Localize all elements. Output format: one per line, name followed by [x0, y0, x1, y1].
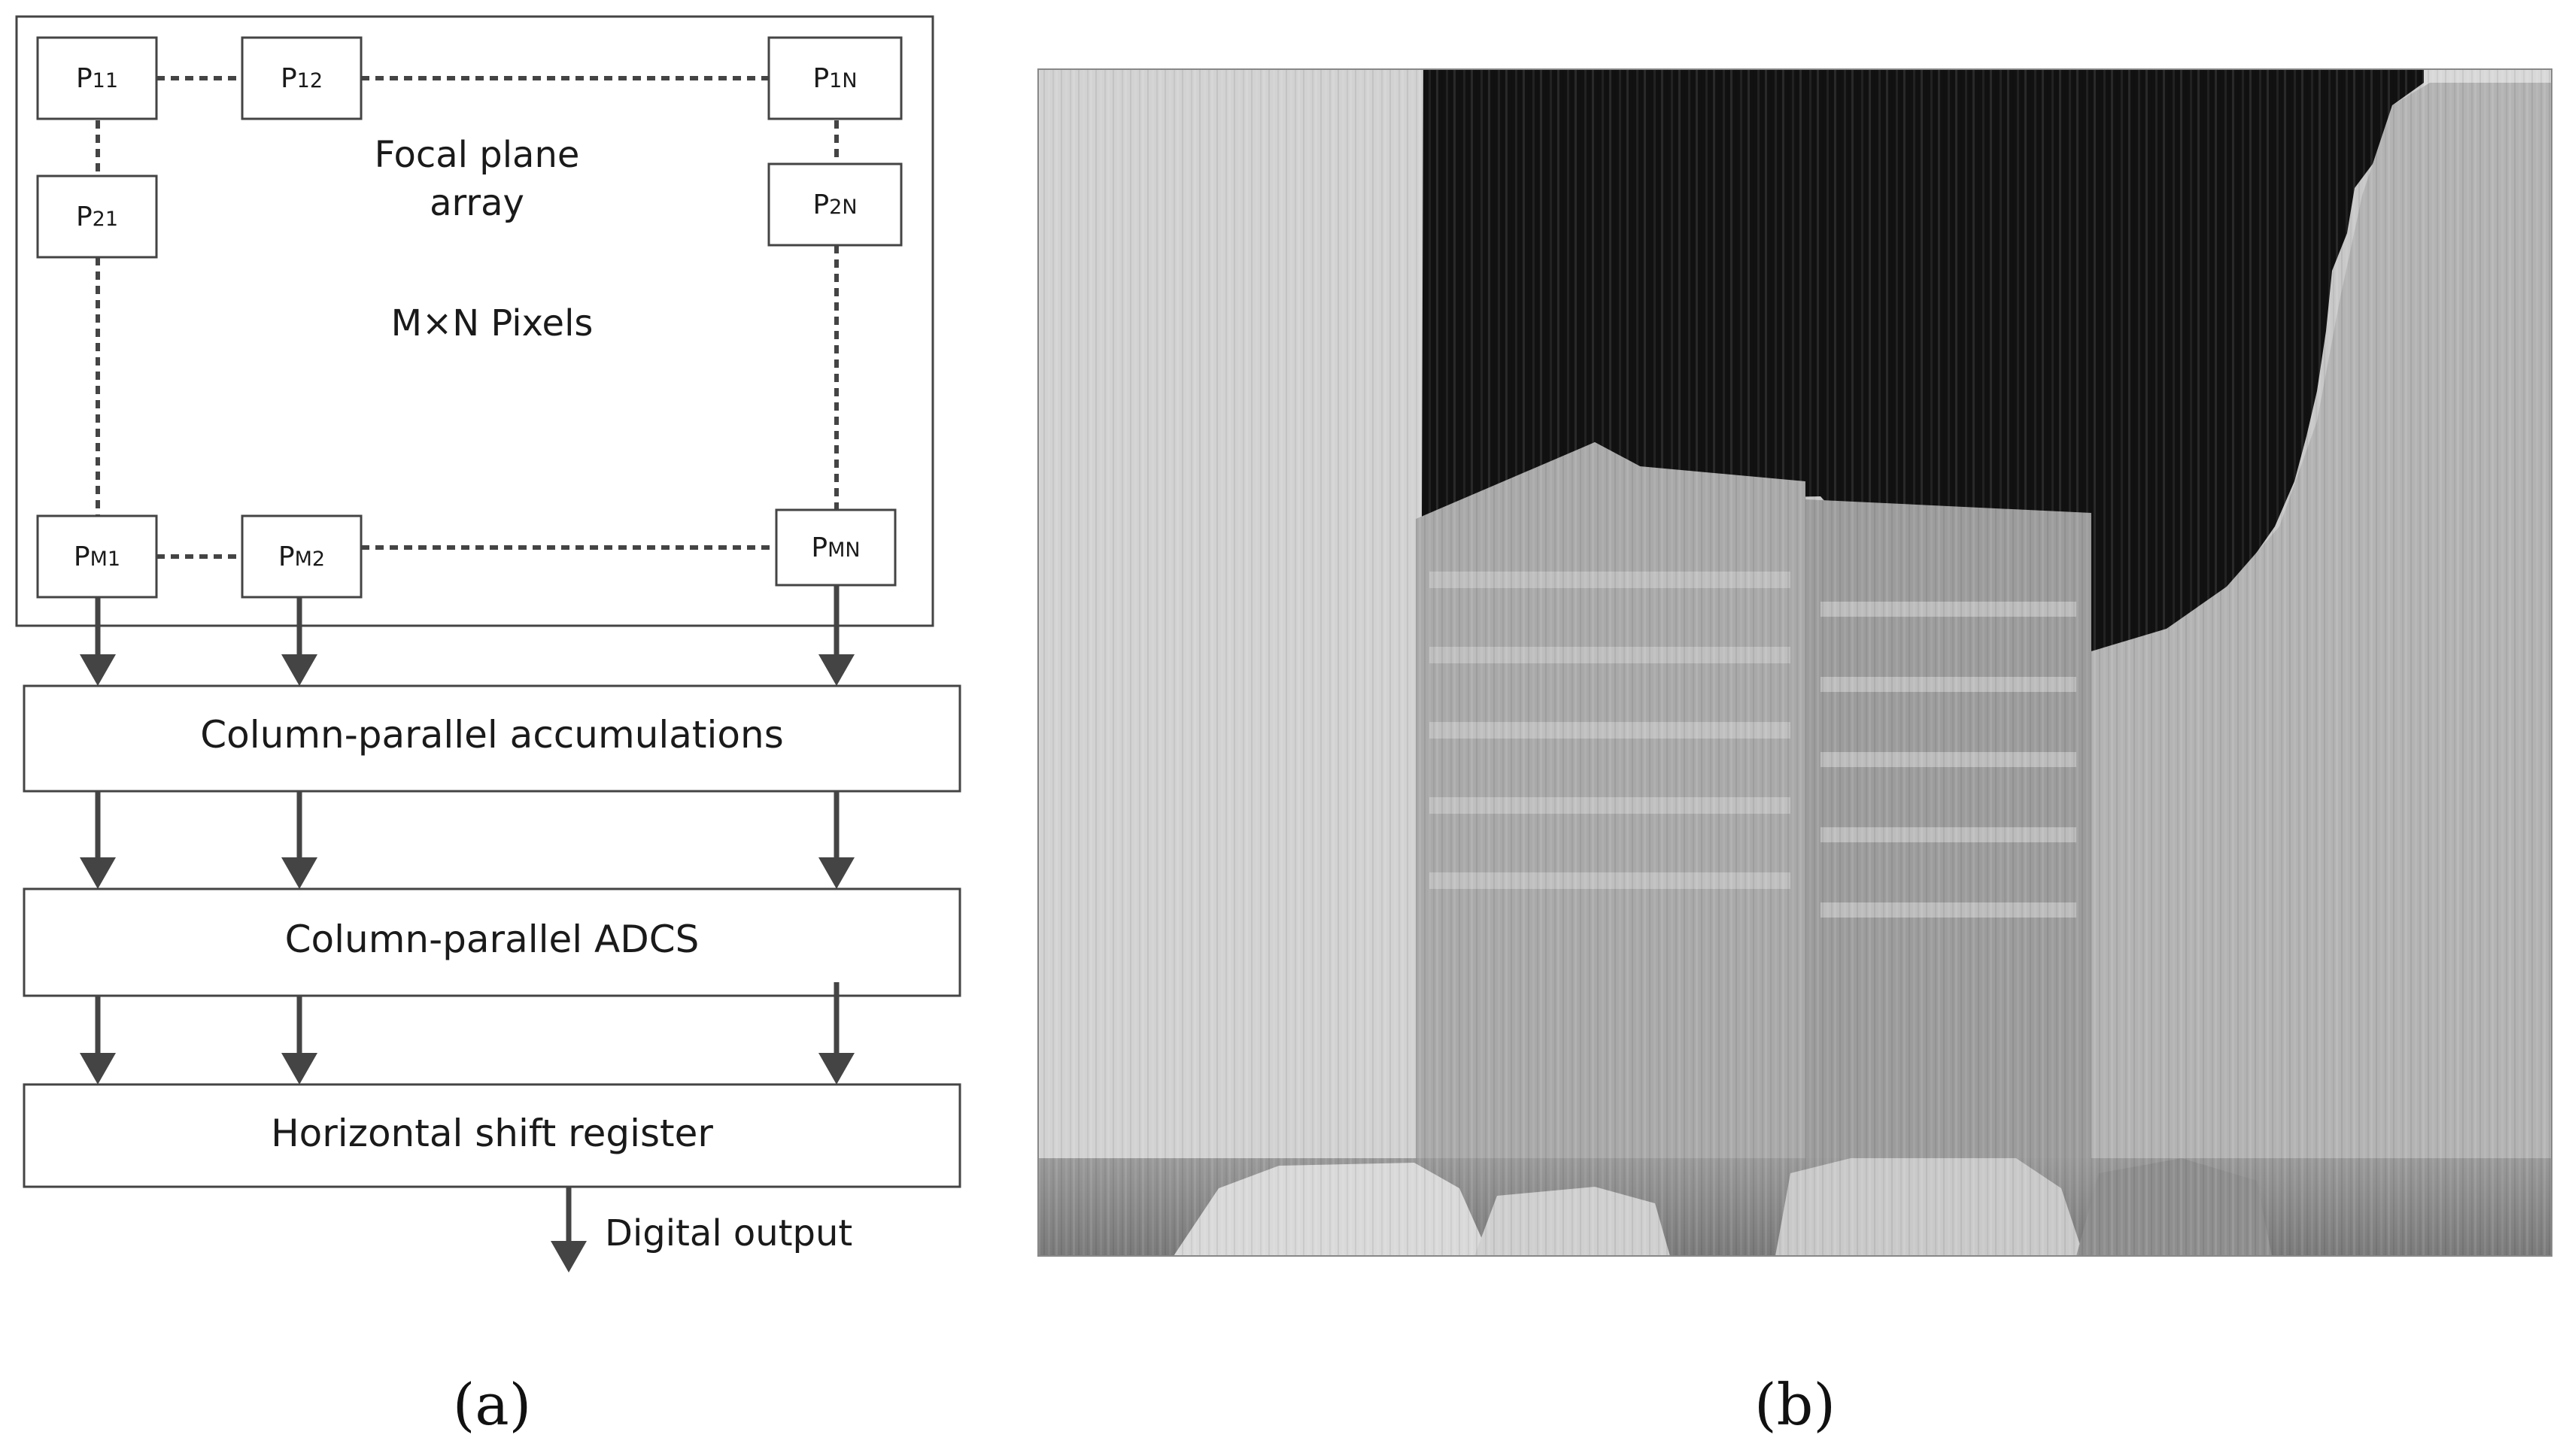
- svg-text:Column-parallel ADCS: Column-parallel ADCS: [285, 918, 700, 961]
- svg-text:Horizontal shift register: Horizontal shift register: [271, 1112, 713, 1155]
- block-shift-register: Horizontal shift register: [23, 1083, 961, 1188]
- pixel-p2n: P2N: [767, 162, 903, 247]
- arrows-to-shift-register: [80, 982, 855, 1084]
- svg-text:P21: P21: [76, 202, 118, 232]
- pixel-pmn: PMN: [775, 508, 897, 587]
- svg-text:PMN: PMN: [811, 532, 860, 563]
- array-title-line2: array: [430, 182, 524, 224]
- pixel-p1n: P1N: [767, 36, 903, 120]
- svg-text:Column-parallel accumulations: Column-parallel accumulations: [200, 713, 784, 757]
- focal-plane-array-box: [15, 15, 934, 627]
- pixel-p21: P21: [36, 174, 158, 259]
- svg-text:PM1: PM1: [74, 541, 120, 572]
- caption-b: (b): [1754, 1371, 1836, 1438]
- digital-output-arrow: [551, 1187, 587, 1272]
- digital-output-label: Digital output: [605, 1212, 852, 1254]
- block-accumulations: Column-parallel accumulations: [23, 684, 961, 793]
- panel-b-thermal-image: [1037, 68, 2552, 1257]
- svg-text:PM2: PM2: [278, 541, 325, 572]
- arrows-to-accumulations: [80, 585, 855, 686]
- svg-text:P1N: P1N: [812, 63, 857, 94]
- pixel-pm1: PM1: [36, 514, 158, 599]
- pixel-p12: P12: [241, 36, 363, 120]
- caption-a: (a): [453, 1371, 532, 1438]
- pixel-p11: P11: [36, 36, 158, 120]
- svg-text:P2N: P2N: [812, 190, 857, 220]
- panel-a: P11 P12 P1N P21 P2N PM1 PM2 PMN: [15, 15, 961, 1438]
- arrows-to-adcs: [80, 791, 855, 889]
- pixel-pm2: PM2: [241, 514, 363, 599]
- array-title-line1: Focal plane: [375, 134, 580, 176]
- svg-text:P11: P11: [76, 63, 118, 94]
- block-adcs: Column-parallel ADCS: [23, 887, 961, 997]
- pixel-connections: [96, 76, 839, 559]
- svg-text:P12: P12: [281, 63, 323, 94]
- array-size-label: M×N Pixels: [391, 302, 594, 344]
